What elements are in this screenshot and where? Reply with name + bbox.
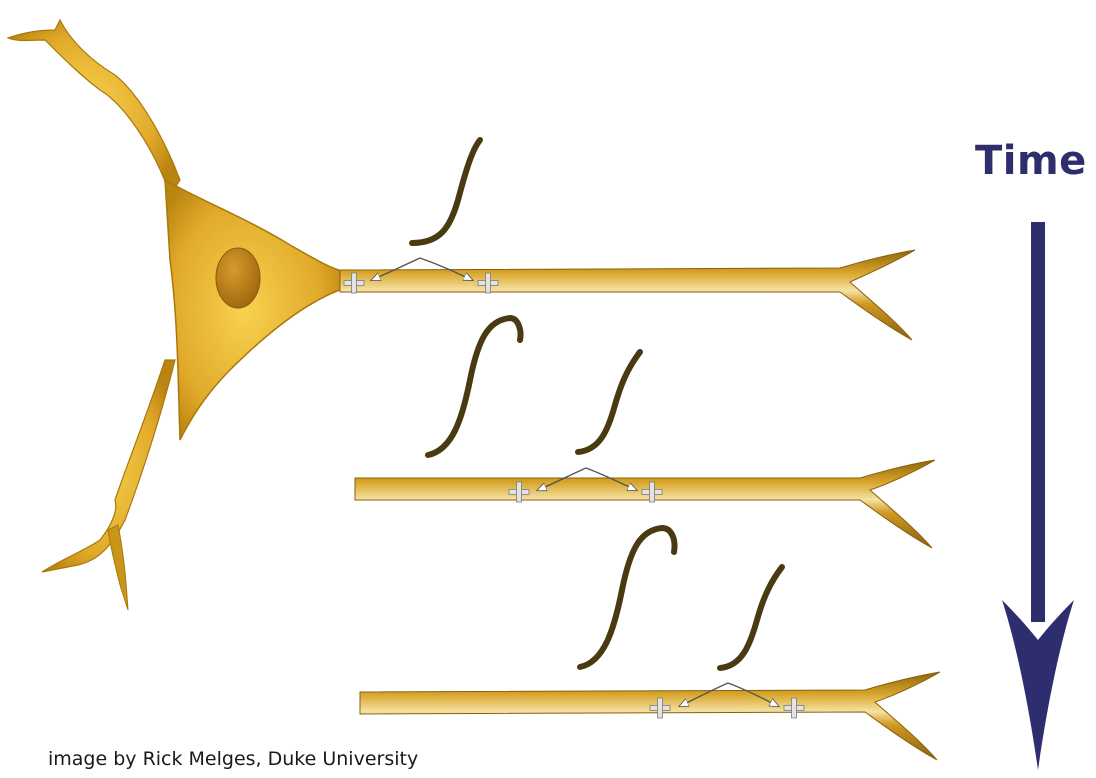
time-label: Time [975, 138, 1087, 184]
soma [165, 180, 345, 440]
axon-3 [360, 672, 940, 760]
axon-1 [340, 250, 915, 340]
spike-curve-3a [580, 528, 675, 667]
nucleus [216, 248, 260, 308]
time-arrow-icon [1002, 222, 1074, 770]
dendrite-top [8, 20, 180, 195]
image-credit: image by Rick Melges, Duke University [48, 748, 418, 770]
neuron-cell-body-group [8, 20, 345, 610]
spike-curve-2b [578, 352, 640, 452]
dendrite-bottom-branch [108, 525, 128, 610]
spike-curve-1 [412, 140, 480, 243]
spike-curve-3b [720, 567, 782, 668]
spike-curve-2a [428, 318, 521, 455]
dendrite-bottom [42, 360, 175, 572]
